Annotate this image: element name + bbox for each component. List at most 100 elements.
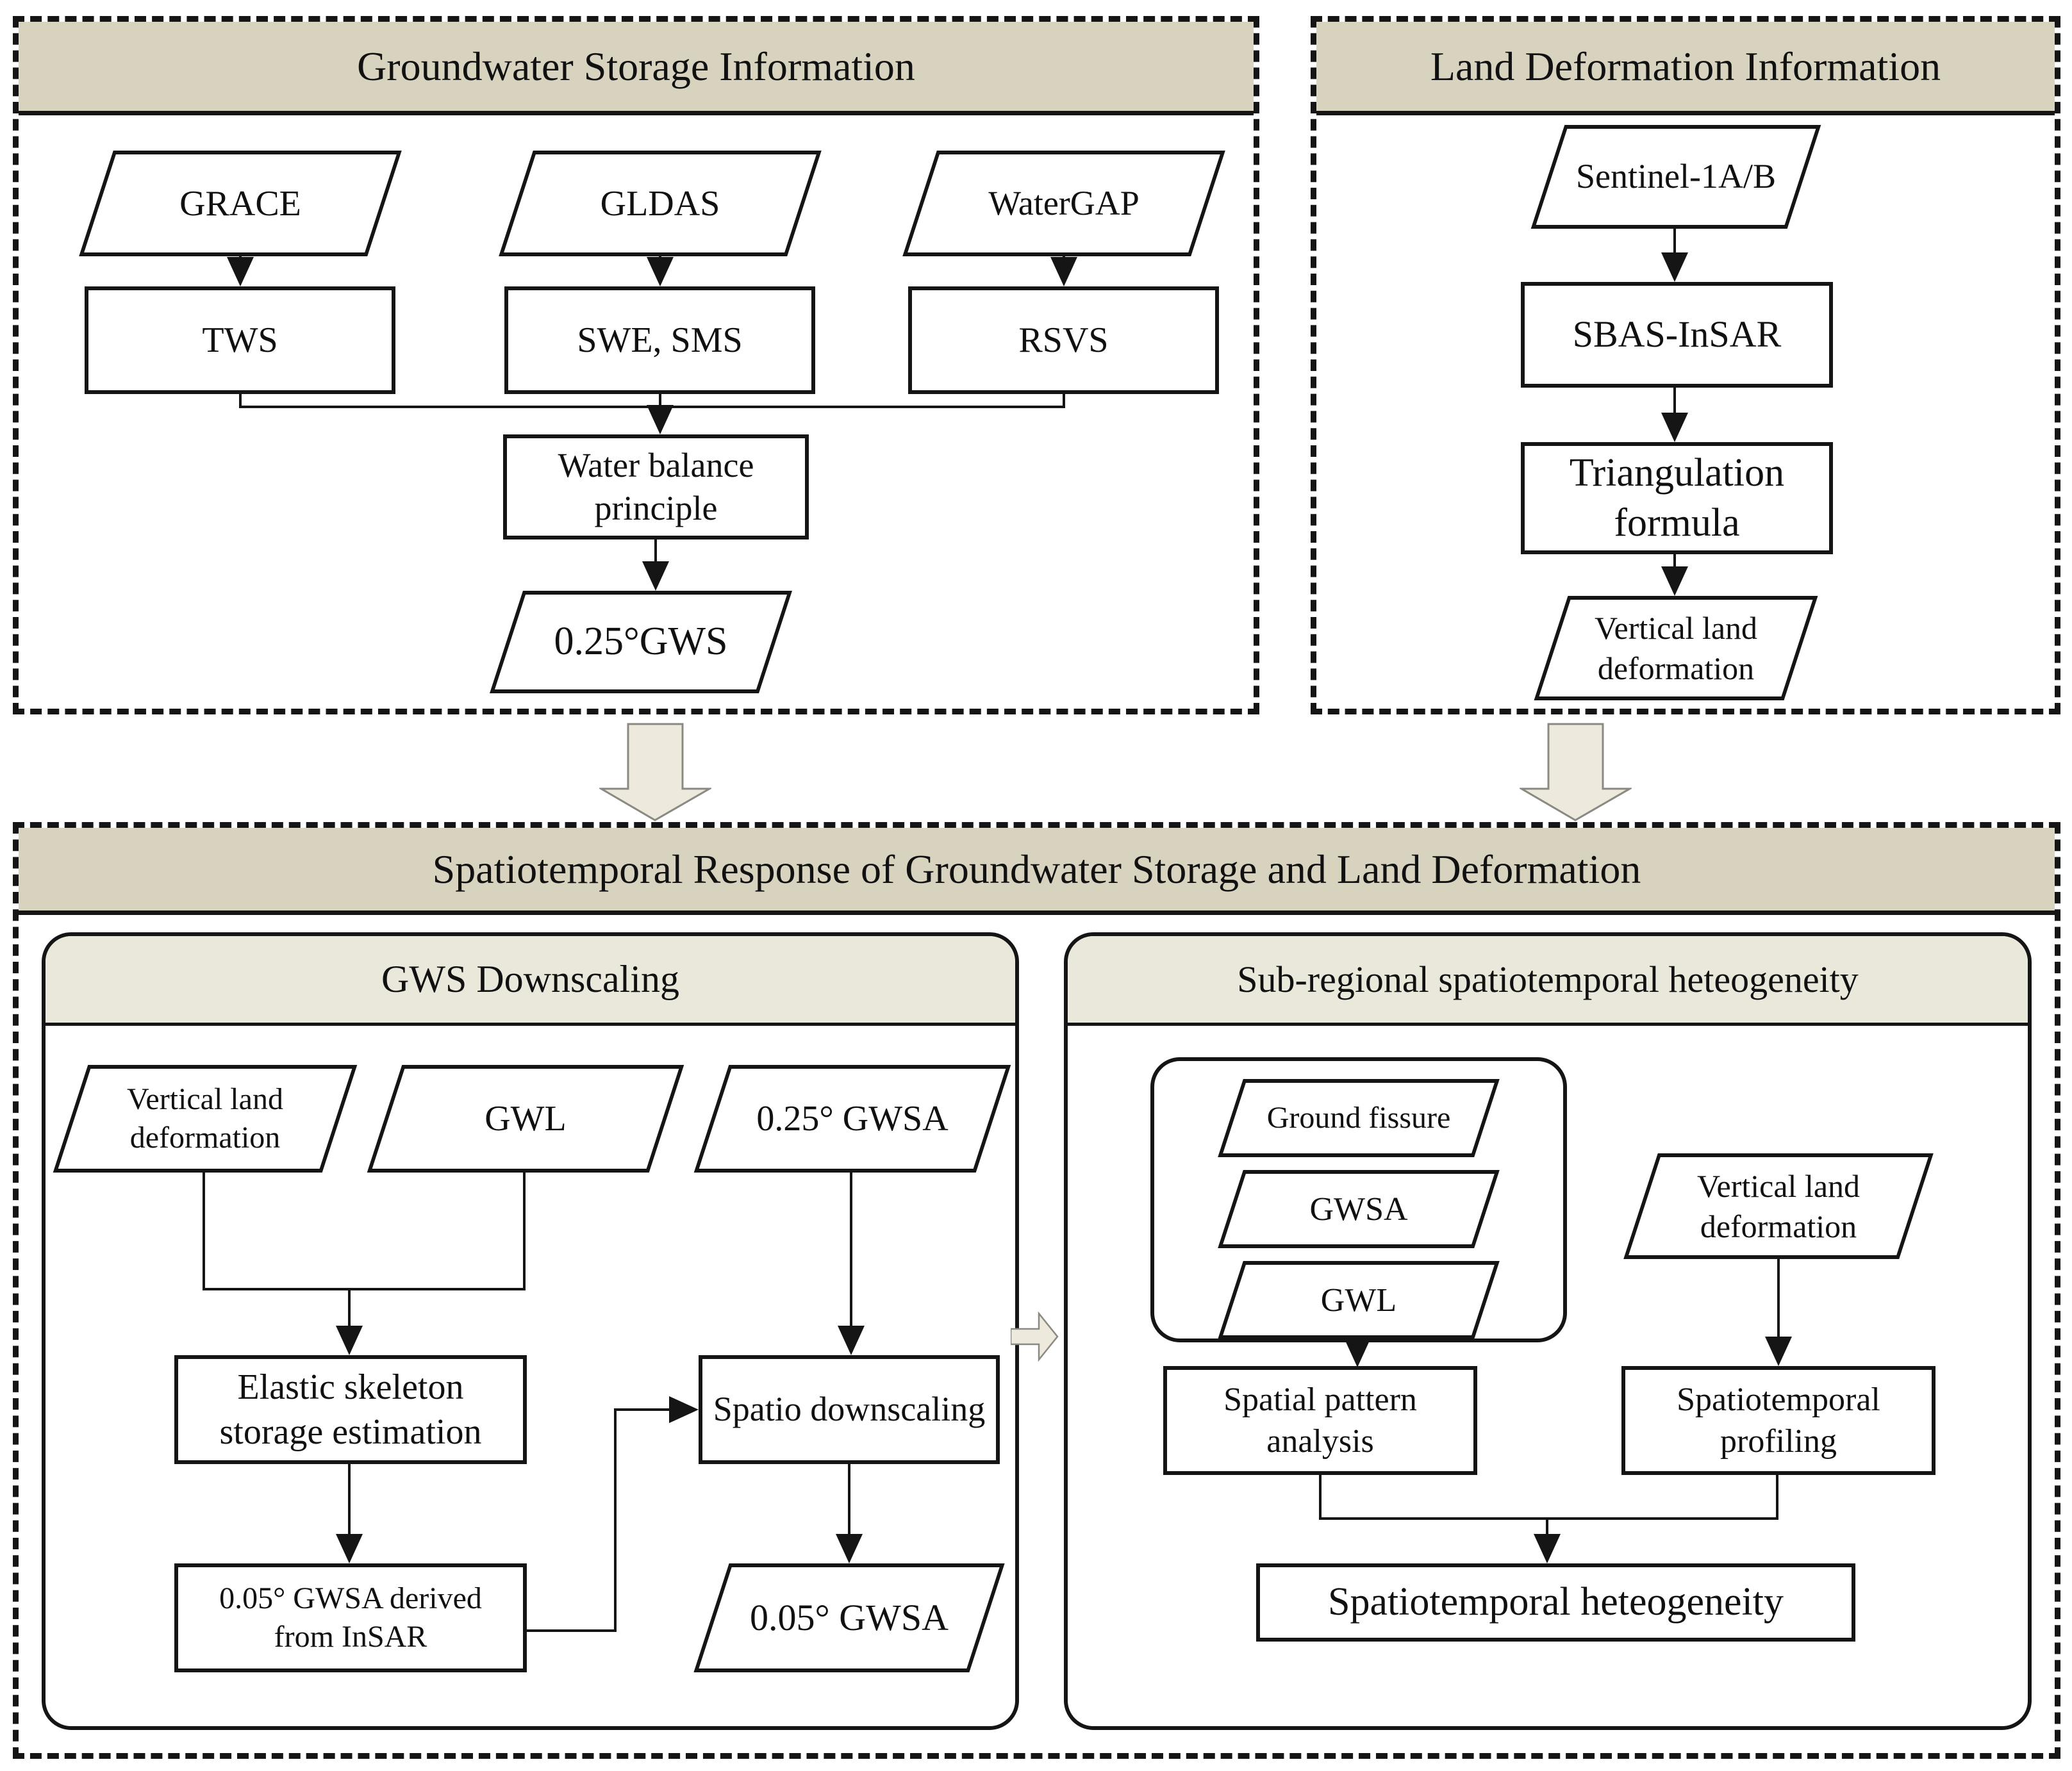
node-vld-input-label: Vertical land deformation bbox=[127, 1082, 283, 1155]
merge-line-downscaling bbox=[203, 1288, 526, 1290]
node-025gwsa-input-label: 0.25° GWSA bbox=[756, 1099, 949, 1139]
node-sbas-insar-label: SBAS-InSAR bbox=[1572, 313, 1782, 356]
elbow-derived-top bbox=[617, 1408, 670, 1411]
node-vertical-land-deformation-top-label: Vertical land deformation bbox=[1594, 610, 1758, 686]
node-spatiotemporal-profiling-label: Spatiotemporal profiling bbox=[1677, 1381, 1880, 1460]
arrowhead-merge-elastic bbox=[336, 1326, 363, 1355]
arrowhead-triangulation-vld bbox=[1661, 566, 1688, 596]
arrowhead-derived-spatio bbox=[669, 1396, 699, 1423]
subregional-title: Sub-regional spatiotemporal heteogeneity bbox=[1237, 959, 1859, 1000]
node-gwsa-sub: GWSA bbox=[1218, 1170, 1500, 1248]
arrow-spatio-005gwsa bbox=[848, 1464, 850, 1535]
node-water-balance-label: Water balance principle bbox=[558, 445, 754, 528]
arrow-triangulation-vld bbox=[1673, 554, 1676, 570]
arrowhead-waterbalance-gws bbox=[642, 561, 669, 591]
merge-line-subregional bbox=[1319, 1517, 1778, 1520]
node-gwsa-sub-label: GWSA bbox=[1309, 1190, 1408, 1228]
node-spatio-downscaling: Spatio downscaling bbox=[699, 1355, 1000, 1464]
node-ground-fissure: Ground fissure bbox=[1218, 1079, 1500, 1157]
spatiotemporal-response-title: Spatiotemporal Response of Groundwater S… bbox=[432, 846, 1641, 892]
arrow-waterbalance-gws bbox=[654, 540, 657, 564]
node-spatiotemporal-heteogeneity-label: Spatiotemporal heteogeneity bbox=[1327, 1580, 1784, 1624]
node-005gwsa-output-label: 0.05° GWSA bbox=[750, 1596, 949, 1638]
node-swe-sms: SWE, SMS bbox=[504, 286, 815, 394]
arrowhead-spatio-005gwsa bbox=[836, 1534, 863, 1563]
node-ground-fissure-label: Ground fissure bbox=[1266, 1101, 1451, 1135]
arrowhead-merge-waterbalance bbox=[647, 405, 674, 434]
connector-vld-merge bbox=[203, 1173, 205, 1290]
arrowhead-025gwsa-spatio bbox=[838, 1326, 865, 1355]
gws-downscaling-title: GWS Downscaling bbox=[381, 958, 679, 1000]
node-spatial-pattern-label: Spatial pattern analysis bbox=[1223, 1381, 1417, 1460]
small-right-arrow bbox=[1011, 1312, 1059, 1362]
node-triangulation-label: Triangulation formula bbox=[1569, 451, 1785, 545]
node-005gwsa-derived-label: 0.05° GWSA derived from InSAR bbox=[219, 1581, 482, 1654]
node-elastic-estimation: Elastic skeleton storage estimation bbox=[174, 1355, 527, 1464]
spatiotemporal-response-header: Spatiotemporal Response of Groundwater S… bbox=[19, 828, 2055, 915]
connector-tws-merge bbox=[239, 394, 242, 408]
elbow-derived-bottom bbox=[527, 1629, 617, 1632]
arrowhead-watergap-rsvs bbox=[1050, 257, 1077, 286]
land-deformation-title: Land Deformation Information bbox=[1430, 43, 1941, 89]
arrowhead-group-spatial bbox=[1344, 1338, 1371, 1367]
node-watergap-label: WaterGAP bbox=[988, 183, 1140, 222]
node-005gwsa-derived: 0.05° GWSA derived from InSAR bbox=[174, 1563, 527, 1672]
node-sbas-insar: SBAS-InSAR bbox=[1521, 282, 1833, 388]
subregional-header: Sub-regional spatiotemporal heteogeneity bbox=[1068, 936, 2028, 1026]
node-gwl-sub: GWL bbox=[1218, 1261, 1500, 1339]
node-005gwsa-output: 0.05° GWSA bbox=[693, 1563, 1005, 1672]
arrowhead-merge-hetero bbox=[1534, 1534, 1561, 1563]
node-vld-sub-label: Vertical land deformation bbox=[1696, 1168, 1861, 1244]
big-down-arrow-left bbox=[599, 723, 711, 821]
arrow-025gwsa-spatio bbox=[850, 1173, 852, 1326]
node-watergap: WaterGAP bbox=[902, 151, 1225, 256]
node-025gws-label: 0.25°GWS bbox=[554, 620, 728, 664]
node-gwl-input-label: GWL bbox=[485, 1099, 567, 1139]
node-gwl-input: GWL bbox=[367, 1065, 684, 1173]
node-vld-sub: Vertical land deformation bbox=[1623, 1153, 1934, 1259]
arrow-elastic-derived bbox=[348, 1464, 351, 1535]
connector-rsvs-merge bbox=[1063, 394, 1065, 408]
land-deformation-header: Land Deformation Information bbox=[1316, 22, 2055, 115]
node-gldas-label: GLDAS bbox=[600, 183, 720, 224]
arrow-sbas-triangulation bbox=[1673, 388, 1676, 415]
connector-merge-hetero bbox=[1546, 1520, 1548, 1535]
arrowhead-sbas-triangulation bbox=[1661, 413, 1688, 442]
arrowhead-grace-tws bbox=[227, 257, 254, 286]
node-tws-label: TWS bbox=[202, 320, 278, 360]
elbow-derived-vertical bbox=[614, 1408, 617, 1632]
connector-profiling-merge bbox=[1776, 1475, 1778, 1520]
node-gldas: GLDAS bbox=[499, 151, 822, 256]
node-rsvs-label: RSVS bbox=[1018, 320, 1109, 360]
arrow-sentinel-sbas bbox=[1673, 229, 1676, 254]
node-spatio-downscaling-label: Spatio downscaling bbox=[713, 1390, 986, 1429]
arrowhead-elastic-derived bbox=[336, 1534, 363, 1563]
node-spatiotemporal-heteogeneity: Spatiotemporal heteogeneity bbox=[1256, 1563, 1855, 1642]
node-grace-label: GRACE bbox=[179, 183, 301, 224]
groundwater-storage-title: Groundwater Storage Information bbox=[357, 43, 915, 89]
arrow-vld-profiling bbox=[1777, 1259, 1780, 1337]
groundwater-storage-header: Groundwater Storage Information bbox=[19, 22, 1254, 115]
node-elastic-estimation-label: Elastic skeleton storage estimation bbox=[219, 1367, 482, 1452]
arrowhead-gldas-swe bbox=[647, 257, 674, 286]
node-025gws: 0.25°GWS bbox=[490, 591, 792, 693]
node-tws: TWS bbox=[85, 286, 395, 394]
connector-merge-elastic bbox=[348, 1290, 351, 1328]
connector-swe-merge bbox=[659, 394, 661, 408]
arrowhead-vld-profiling bbox=[1765, 1337, 1792, 1366]
node-rsvs: RSVS bbox=[908, 286, 1219, 394]
node-spatial-pattern: Spatial pattern analysis bbox=[1163, 1366, 1477, 1475]
node-water-balance: Water balance principle bbox=[503, 434, 809, 540]
node-spatiotemporal-profiling: Spatiotemporal profiling bbox=[1621, 1366, 1935, 1475]
node-025gwsa-input: 0.25° GWSA bbox=[693, 1065, 1011, 1173]
node-vld-input: Vertical land deformation bbox=[53, 1065, 358, 1173]
gws-downscaling-header: GWS Downscaling bbox=[46, 936, 1015, 1026]
node-vertical-land-deformation-top: Vertical land deformation bbox=[1534, 596, 1818, 700]
connector-spatial-merge bbox=[1319, 1475, 1322, 1520]
node-grace: GRACE bbox=[79, 151, 402, 256]
node-sentinel: Sentinel-1A/B bbox=[1530, 125, 1821, 229]
connector-gwl-merge bbox=[523, 1173, 526, 1290]
big-down-arrow-right bbox=[1520, 723, 1632, 821]
arrowhead-sentinel-sbas bbox=[1661, 252, 1688, 282]
